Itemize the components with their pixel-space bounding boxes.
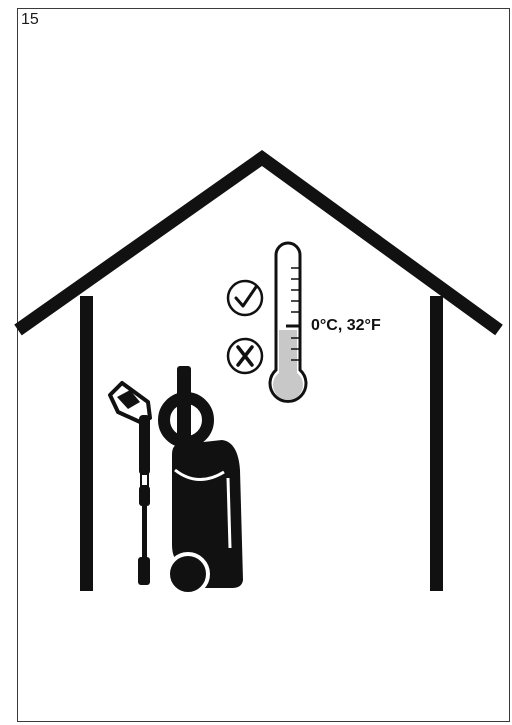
thermometer-icon xyxy=(270,243,306,401)
temperature-threshold-label: 0°C, 32°F xyxy=(311,317,381,335)
spray-gun-icon xyxy=(110,383,150,585)
check-circle-icon xyxy=(228,281,262,315)
x-circle-icon xyxy=(228,339,262,373)
pressure-washer-icon xyxy=(164,366,243,594)
house-outline-icon xyxy=(18,158,499,591)
